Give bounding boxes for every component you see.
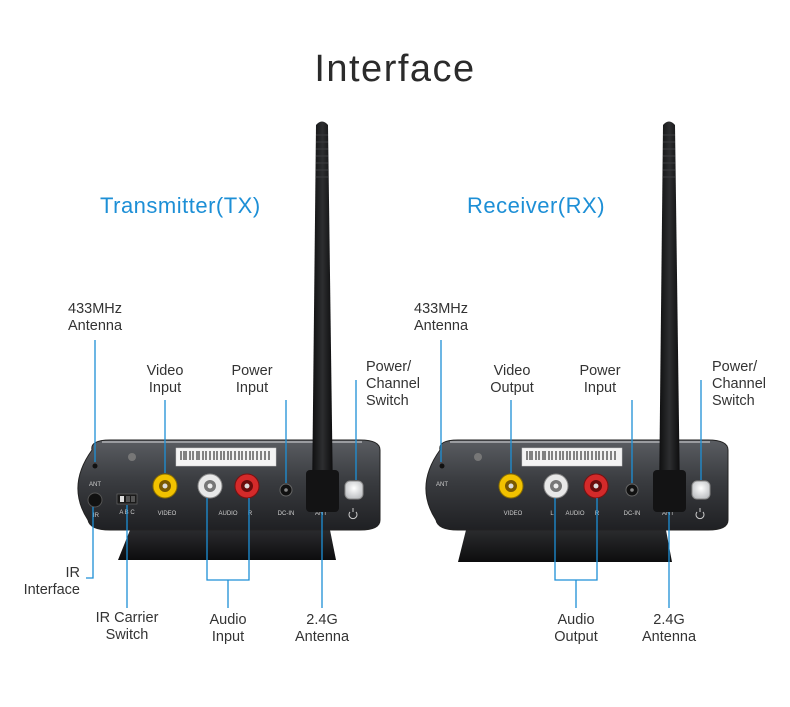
tx-ir-text: IR: [93, 513, 100, 519]
tx-barcode-sticker: [175, 447, 277, 467]
tx-power-button[interactable]: [344, 480, 364, 500]
transmitter-device: ANT IR A B C VIDEO AUDIO R DC-IN ANT: [77, 121, 381, 560]
rx-audio-text: AUDIO: [565, 511, 584, 517]
page-title: Interface: [314, 48, 476, 90]
rx-433-socket: [439, 463, 445, 469]
tx-ir-jack: [87, 492, 103, 508]
receiver-device: ANT VIDEO L AUDIO R DC-IN ANT: [425, 121, 729, 562]
rx-antenna-hinge: [653, 470, 686, 512]
rx-dcin-text: DC-IN: [624, 511, 641, 517]
rx-screw-left: [474, 453, 482, 461]
tx-audio-text: AUDIO: [218, 511, 237, 517]
rx-l-text: L: [550, 511, 554, 517]
rx-power-button[interactable]: [691, 480, 711, 500]
transmitter-heading: Transmitter(TX): [100, 193, 261, 218]
tx-screw-left: [128, 453, 136, 461]
tx-barcode-icon: [180, 451, 270, 460]
tx-leader-ir: [86, 507, 94, 579]
tx-stand: [118, 530, 336, 560]
tx-ant2-text: ANT: [315, 511, 327, 517]
tx-body: [77, 439, 381, 531]
rx-power-icon: [695, 508, 705, 520]
rx-body: [425, 439, 729, 531]
rx-24g-antenna: [659, 121, 680, 500]
tx-antenna-hinge: [306, 470, 339, 512]
tx-24g-antenna: [312, 121, 333, 500]
rx-barcode-sticker: [521, 447, 623, 467]
receiver-heading: Receiver(RX): [467, 193, 606, 218]
rx-ant2-text: ANT: [662, 511, 674, 517]
rx-video-text: VIDEO: [504, 511, 523, 517]
rx-ant-text: ANT: [436, 482, 448, 488]
tx-video-text: VIDEO: [158, 511, 177, 517]
tx-dcin-text: DC-IN: [278, 511, 295, 517]
tx-power-icon: [348, 508, 358, 520]
tx-ant-text: ANT: [89, 482, 101, 488]
rx-stand: [458, 530, 672, 562]
tx-433-socket: [92, 463, 98, 469]
rx-barcode-icon: [526, 451, 616, 460]
leader-lines: [86, 340, 702, 608]
tx-r-text: R: [248, 511, 253, 517]
